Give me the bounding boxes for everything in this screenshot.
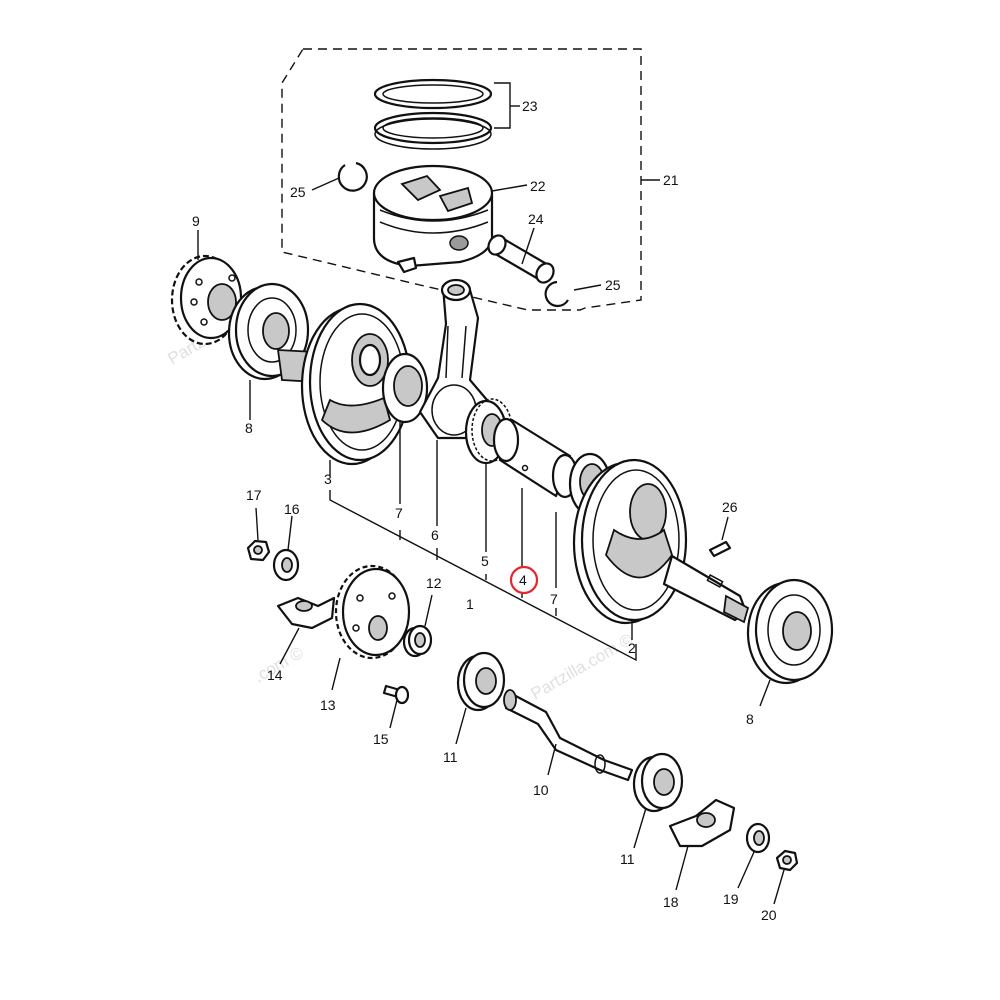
callout-2[interactable]: 2 <box>628 640 636 656</box>
piston-kit-enclosure <box>281 48 642 311</box>
callout-1[interactable]: 1 <box>466 596 474 612</box>
highlight-ring <box>509 565 539 595</box>
piston-pin[interactable] <box>485 232 557 285</box>
callout-14[interactable]: 14 <box>267 667 283 683</box>
washer-left[interactable] <box>272 548 300 582</box>
callout-4[interactable]: 4 <box>519 572 527 588</box>
crank-pin[interactable] <box>492 417 579 499</box>
crank-right[interactable] <box>572 458 750 625</box>
washer-right[interactable] <box>745 822 771 854</box>
piston-ring-set[interactable] <box>373 78 493 150</box>
balancer-shaft[interactable] <box>503 689 634 782</box>
woodruff-key[interactable] <box>708 540 732 558</box>
callout-5[interactable]: 5 <box>481 553 489 569</box>
callout-22[interactable]: 22 <box>530 178 546 194</box>
callout-26[interactable]: 26 <box>722 499 738 515</box>
nut-left[interactable] <box>246 539 271 562</box>
callout-11-upper[interactable]: 11 <box>443 749 458 765</box>
callout-10[interactable]: 10 <box>533 782 549 798</box>
watermark-text: Partzilla.com © <box>528 629 637 703</box>
callout-8-left[interactable]: 8 <box>245 420 253 436</box>
balancer-bearing-upper[interactable] <box>456 651 506 712</box>
callout-9[interactable]: 9 <box>192 213 200 229</box>
balancer-bearing-lower[interactable] <box>632 752 684 813</box>
main-bearing-right[interactable] <box>746 578 834 685</box>
callout-18[interactable]: 18 <box>663 894 679 910</box>
plain-washer-left[interactable] <box>381 352 429 424</box>
callout-8-right[interactable]: 8 <box>746 711 754 727</box>
callout-25-right[interactable]: 25 <box>605 277 621 293</box>
balancer-drive-gear[interactable] <box>334 564 411 660</box>
callout-6[interactable]: 6 <box>431 527 439 543</box>
callout-13[interactable]: 13 <box>320 697 336 713</box>
balancer-weight-left[interactable] <box>276 596 336 630</box>
crank-left[interactable] <box>276 302 412 466</box>
callout-12[interactable]: 12 <box>426 575 442 591</box>
callout-17[interactable]: 17 <box>246 487 262 503</box>
callout-21[interactable]: 21 <box>663 172 679 188</box>
callout-20[interactable]: 20 <box>761 907 777 923</box>
nut-right[interactable] <box>775 849 799 872</box>
callout-25-left[interactable]: 25 <box>290 184 306 200</box>
callout-15[interactable]: 15 <box>373 731 389 747</box>
spacer[interactable] <box>402 624 433 658</box>
callout-11-lower[interactable]: 11 <box>620 851 635 867</box>
circlip[interactable] <box>544 280 569 308</box>
balancer-weight-right[interactable] <box>668 798 736 848</box>
callout-3[interactable]: 3 <box>324 471 332 487</box>
callout-7-left[interactable]: 7 <box>395 505 403 521</box>
bolt[interactable] <box>382 684 410 705</box>
callout-16[interactable]: 16 <box>284 501 300 517</box>
callout-23[interactable]: 23 <box>522 98 538 114</box>
callout-19[interactable]: 19 <box>723 891 739 907</box>
callout-7-right[interactable]: 7 <box>550 591 558 607</box>
callout-24[interactable]: 24 <box>528 211 544 227</box>
circlip[interactable] <box>337 161 368 192</box>
piston[interactable] <box>372 164 494 274</box>
